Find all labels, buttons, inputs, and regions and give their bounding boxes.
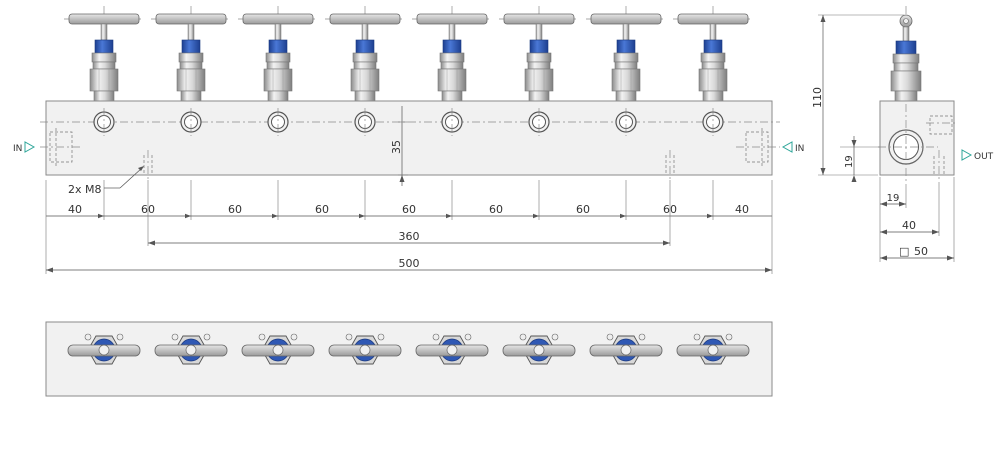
mount-callout: 2x M8 <box>68 166 144 196</box>
manifold-body-top <box>45 321 773 397</box>
valve-port-hole <box>93 108 115 136</box>
dim-seg-1: 40 <box>68 203 82 216</box>
valve-port-hole <box>267 108 289 136</box>
outlet-arrow-icon <box>961 149 973 161</box>
dim-seg-4: 60 <box>315 203 329 216</box>
port-offset-dimension: 19 <box>840 136 880 182</box>
side-dim-19-horizontal: 19 <box>887 193 900 204</box>
dim-arrowhead <box>185 213 191 219</box>
valve-port-hole <box>354 108 376 136</box>
square-symbol: □ <box>899 245 909 258</box>
valve-port-hole <box>702 108 724 136</box>
front-valve <box>151 6 231 102</box>
dim-arrowhead <box>446 213 452 219</box>
top-valve <box>589 333 663 365</box>
valve-port-hole <box>615 108 637 136</box>
front-valve <box>325 6 405 102</box>
dim-arrowhead <box>707 213 713 219</box>
top-valve <box>415 333 489 365</box>
top-valve <box>67 333 141 365</box>
top-valve <box>154 333 228 365</box>
inlet-port-right: IN <box>736 128 804 166</box>
square-size-dimension: □ 50 <box>880 177 955 262</box>
valve-hole-row <box>93 108 724 220</box>
side-view: OUT 110 19 19 <box>811 6 994 262</box>
dim-seg-7: 60 <box>576 203 590 216</box>
top-view <box>45 321 773 397</box>
dim-arrowhead <box>359 213 365 219</box>
front-valve <box>412 6 492 102</box>
top-valve <box>502 333 576 365</box>
valve-port-hole <box>441 108 463 136</box>
inner-width-dimension: 40 <box>880 182 940 236</box>
outlet-label: OUT <box>974 152 994 162</box>
inlet-port-left: IN <box>13 128 82 166</box>
valve-port-hole <box>528 108 550 136</box>
holes-overall-dimension: 360 <box>147 220 671 246</box>
height-dim-label: 35 <box>390 140 403 154</box>
side-dim-19-vertical: 19 <box>844 155 855 168</box>
dim-500-label: 500 <box>399 257 420 270</box>
dim-arrowhead <box>98 213 104 219</box>
side-height-dimension: 110 <box>811 14 904 176</box>
inlet-arrow-right-icon <box>781 141 793 153</box>
dim-seg-6: 60 <box>489 203 503 216</box>
dim-arrowhead <box>620 213 626 219</box>
mount-callout-text: 2x M8 <box>68 183 102 196</box>
top-valve-row <box>67 333 750 365</box>
inlet-arrow-left-icon <box>24 141 36 153</box>
dim-360-label: 360 <box>399 230 420 243</box>
dim-seg-3: 60 <box>228 203 242 216</box>
dim-seg-2: 60 <box>141 203 155 216</box>
dim-seg-9: 40 <box>735 203 749 216</box>
front-valve-row <box>64 6 753 102</box>
front-view: IN IN 2x M8 <box>13 6 804 274</box>
front-valve <box>64 6 144 102</box>
height-dimension-front: 35 <box>390 106 408 186</box>
overall-length-dimension: 500 <box>46 257 772 273</box>
top-valve <box>328 333 402 365</box>
dimension-chain <box>45 180 773 274</box>
inlet-right-label: IN <box>795 144 804 154</box>
dim-seg-5: 60 <box>402 203 416 216</box>
side-dim-40: 40 <box>902 219 916 232</box>
inlet-left-label: IN <box>13 144 22 154</box>
manifold-body-front <box>45 100 773 176</box>
side-dim-50: 50 <box>914 245 928 258</box>
front-valve <box>238 6 318 102</box>
top-valve <box>241 333 315 365</box>
dim-seg-8: 60 <box>663 203 677 216</box>
side-valve <box>890 6 922 104</box>
front-valve <box>673 6 753 102</box>
top-valve <box>676 333 750 365</box>
mount-thread-right <box>665 150 675 180</box>
side-dim-110: 110 <box>811 87 824 108</box>
dim-arrowhead <box>533 213 539 219</box>
front-valve <box>499 6 579 102</box>
mount-thread-left <box>143 150 153 180</box>
valve-port-hole <box>180 108 202 136</box>
bottom-offset-dimension: 19 <box>879 177 907 262</box>
front-valve <box>586 6 666 102</box>
dim-arrowhead <box>272 213 278 219</box>
